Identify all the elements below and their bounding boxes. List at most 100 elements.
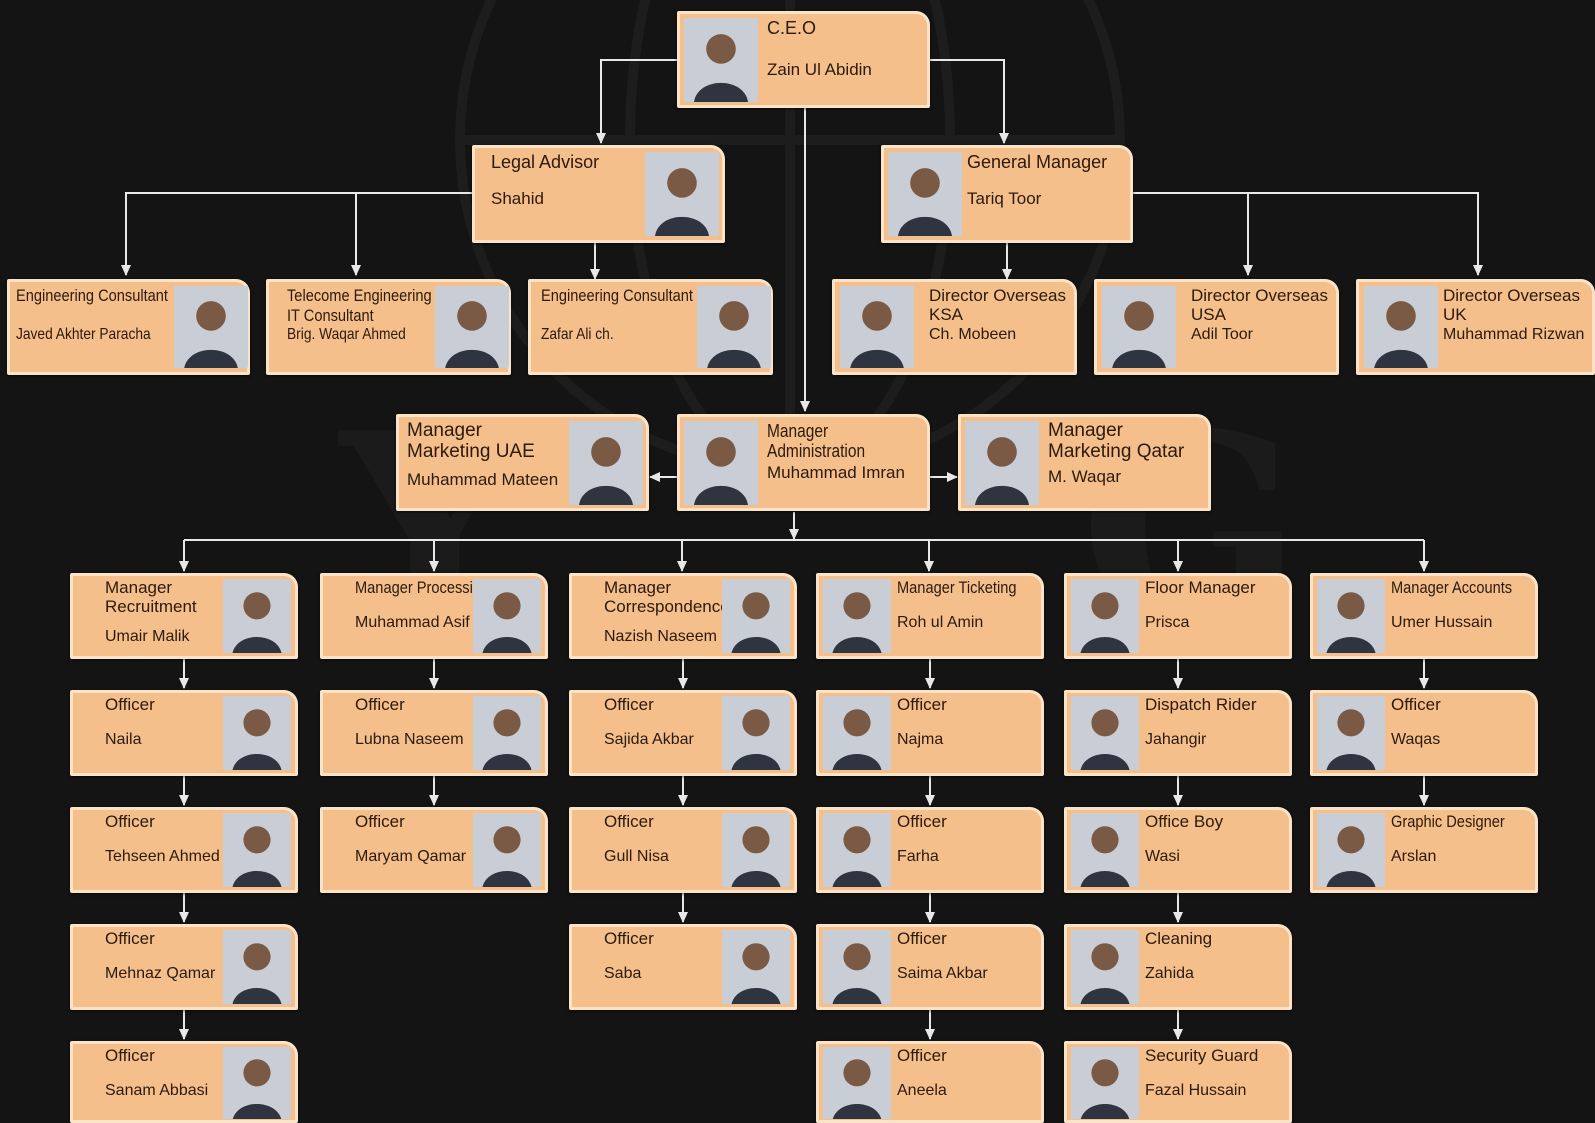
- card-name: Aneela: [897, 1082, 947, 1099]
- person-photo-icon: [888, 152, 962, 236]
- card-manager-administration[interactable]: Manager Administration Muhammad Imran: [677, 414, 930, 511]
- card-name: Nazish Naseem: [604, 628, 717, 645]
- card-title: Security Guard: [1145, 1046, 1259, 1065]
- person-photo-icon: [823, 579, 891, 653]
- person-photo-icon: [1102, 286, 1176, 368]
- person-photo-icon: [722, 930, 790, 1004]
- card-engineering-consultant-1[interactable]: Engineering Consultant Javed Akhter Para…: [7, 279, 250, 375]
- card-name: Umair Malik: [105, 628, 190, 645]
- card-telecom-it-consultant[interactable]: Telecome Engineering IT Consultant Brig.…: [266, 279, 511, 375]
- card-ceo[interactable]: C.E.O Zain Ul Abidin: [677, 11, 930, 108]
- avatar: [473, 579, 541, 653]
- card-title: Manager Marketing UAE: [407, 420, 535, 463]
- card-legal-advisor[interactable]: Legal Advisor Shahid: [472, 145, 725, 243]
- person-photo-icon: [1071, 1047, 1139, 1119]
- person-photo-icon: [840, 286, 914, 368]
- person-photo-icon: [223, 930, 291, 1004]
- card-general-manager[interactable]: General Manager Tariq Toor: [881, 145, 1133, 243]
- card-name: Arslan: [1391, 848, 1437, 865]
- person-photo-icon: [473, 579, 541, 653]
- card-title: Dispatch Rider: [1145, 695, 1257, 714]
- card-name: Jahangir: [1145, 731, 1207, 748]
- card-title: Director Overseas KSA: [929, 286, 1066, 325]
- person-photo-icon: [823, 930, 891, 1004]
- avatar: [722, 813, 790, 887]
- person-photo-icon: [1071, 930, 1139, 1004]
- card-title: Officer: [604, 812, 654, 831]
- card-manager-marketing-uae[interactable]: Manager Marketing UAE Muhammad Mateen: [396, 414, 649, 511]
- avatar: [888, 152, 962, 236]
- card-title: Engineering Consultant: [16, 286, 168, 305]
- avatar: [1071, 696, 1139, 770]
- person-photo-icon: [223, 1047, 291, 1119]
- card-name: Sanam Abbasi: [105, 1082, 209, 1099]
- avatar: [1071, 1047, 1139, 1119]
- avatar: [1102, 286, 1176, 368]
- card-title: Officer: [604, 695, 654, 714]
- card-name: Lubna Naseem: [355, 731, 464, 748]
- card-name: Roh ul Amin: [897, 614, 984, 631]
- avatar: [823, 579, 891, 653]
- card-title: Manager Correspondence: [604, 578, 730, 617]
- avatar: [823, 930, 891, 1004]
- person-photo-icon: [1071, 579, 1139, 653]
- person-photo-icon: [697, 286, 771, 368]
- card-name: Zafar Ali ch.: [541, 326, 614, 343]
- card-engineering-consultant-2[interactable]: Engineering Consultant Zafar Ali ch.: [528, 279, 773, 375]
- person-photo-icon: [473, 696, 541, 770]
- card-name: Adil Toor: [1191, 326, 1253, 343]
- card-manager-marketing-qatar[interactable]: Manager Marketing Qatar M. Waqar: [958, 414, 1211, 511]
- card-name: Brig. Waqar Ahmed: [287, 326, 406, 343]
- person-photo-icon: [569, 421, 643, 505]
- card-title: Officer: [604, 929, 654, 948]
- card-director-ksa[interactable]: Director Overseas KSA Ch. Mobeen: [832, 279, 1077, 375]
- person-photo-icon: [1317, 696, 1385, 770]
- card-name: Wasi: [1145, 848, 1180, 865]
- card-title: Officer: [355, 695, 405, 714]
- card-title: Officer: [355, 812, 405, 831]
- avatar: [1071, 813, 1139, 887]
- card-name: Tariq Toor: [967, 189, 1042, 208]
- person-photo-icon: [473, 813, 541, 887]
- card-name: Gull Nisa: [604, 848, 669, 865]
- card-director-uk[interactable]: Director Overseas UK Muhammad Rizwan: [1356, 279, 1595, 375]
- avatar: [823, 696, 891, 770]
- avatar: [684, 421, 758, 505]
- card-name: Saba: [604, 965, 642, 982]
- person-photo-icon: [684, 18, 758, 102]
- card-title: Manager Administration: [767, 421, 866, 462]
- card-title: Officer: [105, 1046, 155, 1065]
- card-title: Floor Manager: [1145, 578, 1256, 597]
- card-title: Director Overseas USA: [1191, 286, 1328, 325]
- avatar: [684, 18, 758, 102]
- card-title: Officer: [897, 929, 947, 948]
- person-photo-icon: [965, 421, 1039, 505]
- person-photo-icon: [1071, 696, 1139, 770]
- card-director-usa[interactable]: Director Overseas USA Adil Toor: [1094, 279, 1339, 375]
